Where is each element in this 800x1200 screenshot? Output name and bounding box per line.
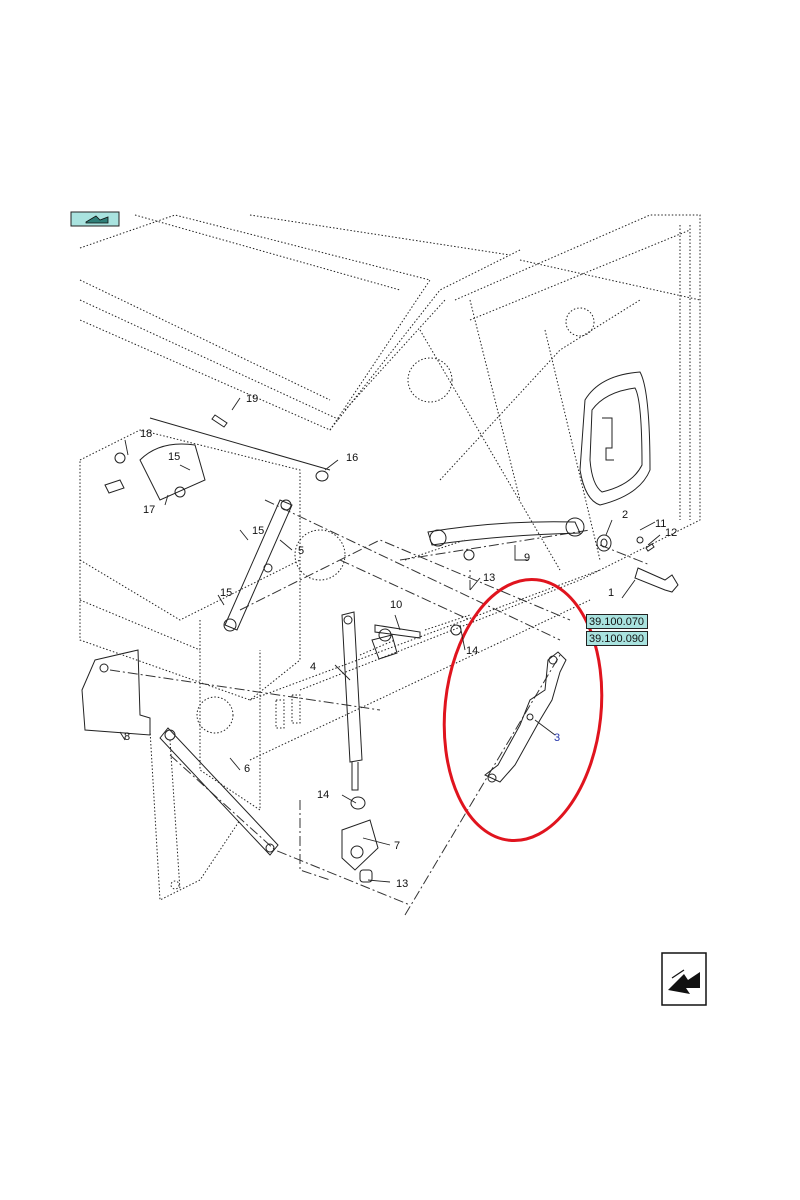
part-8-plate[interactable]	[81, 649, 151, 736]
part-2-bushing[interactable]	[596, 534, 612, 552]
callout-13a[interactable]: 13	[483, 572, 495, 584]
callout-14a[interactable]: 14	[466, 645, 478, 657]
callout-9[interactable]: 9	[524, 552, 530, 564]
callout-17[interactable]: 17	[143, 504, 155, 516]
baler-frame	[79, 214, 701, 901]
callout-15c[interactable]: 15	[220, 587, 232, 599]
callout-7[interactable]: 7	[394, 840, 400, 852]
callout-2[interactable]: 2	[622, 509, 628, 521]
callout-12[interactable]: 12	[665, 527, 677, 539]
callout-5[interactable]: 5	[298, 545, 304, 557]
part-11-12-hardware[interactable]	[636, 536, 655, 552]
part-3-link[interactable]	[484, 651, 567, 783]
part-10-pin[interactable]	[371, 624, 421, 660]
part-9-lever-arm[interactable]	[427, 517, 585, 547]
callout-13b[interactable]: 13	[396, 878, 408, 890]
callout-19[interactable]: 19	[246, 393, 258, 405]
part-5-link-rod[interactable]	[223, 499, 293, 632]
part-1-bolt[interactable]	[634, 567, 679, 593]
callout-3[interactable]: 3	[554, 732, 560, 744]
callout-labels: 1 2 3 4 5 6 7 8 9 10 11 12 13 13 14 14 1…	[124, 393, 677, 890]
callout-11[interactable]: 11	[655, 518, 666, 530]
part-4-arm[interactable]	[341, 611, 363, 791]
callout-16[interactable]: 16	[346, 452, 358, 464]
callout-10[interactable]: 10	[390, 599, 402, 611]
callout-18[interactable]: 18	[140, 428, 152, 440]
callout-6[interactable]: 6	[244, 763, 250, 775]
reference-link-39-100-090[interactable]: 39.100.090	[586, 631, 648, 646]
callout-15a[interactable]: 15	[168, 451, 180, 463]
assembly-lines	[109, 499, 651, 916]
leader-lines	[119, 397, 661, 883]
callout-14b[interactable]: 14	[317, 789, 329, 801]
upper-left-hinge-assembly[interactable]	[104, 414, 331, 501]
callout-15b[interactable]: 15	[252, 525, 264, 537]
part-7-bracket[interactable]	[341, 549, 475, 883]
highlight-ellipse	[442, 577, 604, 843]
callout-8[interactable]: 8	[124, 731, 130, 743]
springs	[359, 539, 471, 656]
part-16-bushing[interactable]	[315, 470, 329, 482]
next-page-icon[interactable]	[661, 952, 707, 1006]
previous-page-icon[interactable]	[70, 211, 120, 227]
callout-4[interactable]: 4	[310, 661, 316, 673]
reference-link-39-100-070[interactable]: 39.100.070	[586, 614, 648, 629]
part-6-lower-rod[interactable]	[159, 727, 279, 856]
callout-1[interactable]: 1	[608, 587, 614, 599]
